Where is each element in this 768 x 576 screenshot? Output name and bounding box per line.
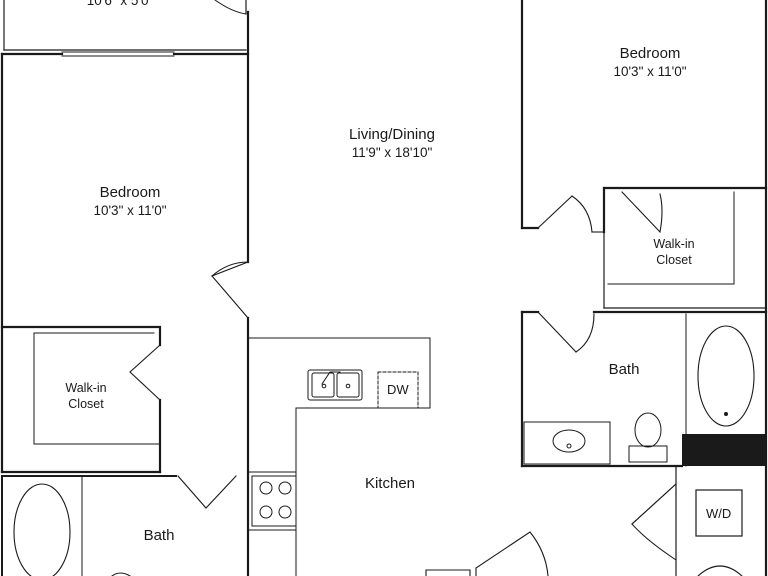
closet-right-label: Walk-in Closet (653, 237, 695, 267)
closet-left-label: Walk-in Closet (65, 381, 107, 411)
washer-dryer (695, 489, 743, 537)
tub-drain (724, 412, 728, 416)
bathtub-right (697, 325, 755, 427)
toilet-right (628, 412, 668, 463)
room-dims: 11'9" x 18'10" (351, 144, 433, 160)
closet-left-door-swing (129, 344, 161, 401)
bath-right-walls (520, 310, 768, 468)
bedroom-right-label: Bedroom 10'3" x 11'0" (590, 45, 710, 81)
top-left-door-swing (214, 0, 247, 15)
dishwasher-label: DW (387, 382, 409, 397)
room-dims: 10'3" x 11'0" (93, 202, 167, 218)
bath-left-walls (1, 475, 177, 576)
closet-right-door-swing (621, 191, 663, 234)
kitchen-sink (307, 369, 363, 401)
closet-right (603, 187, 767, 309)
stove (251, 475, 297, 527)
room-name: Bedroom (619, 45, 681, 62)
bath-right-door (537, 311, 595, 353)
bedroom-left-label: Bedroom 10'3" x 11'0" (70, 184, 190, 220)
kitchen-label: Kitchen (364, 475, 416, 492)
top-left-room-walls (3, 0, 247, 51)
room-dims: 10'3" x 11'0" (613, 63, 687, 79)
bath-right-vanity (523, 421, 611, 465)
room-name: Bedroom (99, 184, 161, 201)
bath-right-label: Bath (608, 361, 640, 378)
washer-dryer-label: W/D (706, 506, 732, 521)
laundry-walls (631, 465, 677, 576)
bedroom-left-walls (0, 10, 250, 576)
dark-wall-block (682, 434, 766, 466)
kitchen-counter (247, 337, 431, 576)
room-name: Living/Dining (349, 126, 435, 143)
bath-left-label: Bath (143, 527, 175, 544)
kitchen-bottom-door (425, 531, 549, 576)
bathtub-left (13, 483, 71, 576)
water-heater (697, 565, 743, 576)
top-left-room-dims: 10'6" x 5'0" (86, 0, 154, 8)
bath-left-door-swing (177, 475, 237, 509)
toilet-left (111, 572, 131, 576)
living-label: Living/Dining 11'9" x 18'10" (322, 126, 462, 162)
bedroom-left-door (211, 261, 249, 319)
closet-left (33, 332, 161, 445)
bedroom-left-window (61, 51, 175, 57)
bedroom-right-door (537, 195, 605, 233)
dishwasher (377, 371, 419, 409)
